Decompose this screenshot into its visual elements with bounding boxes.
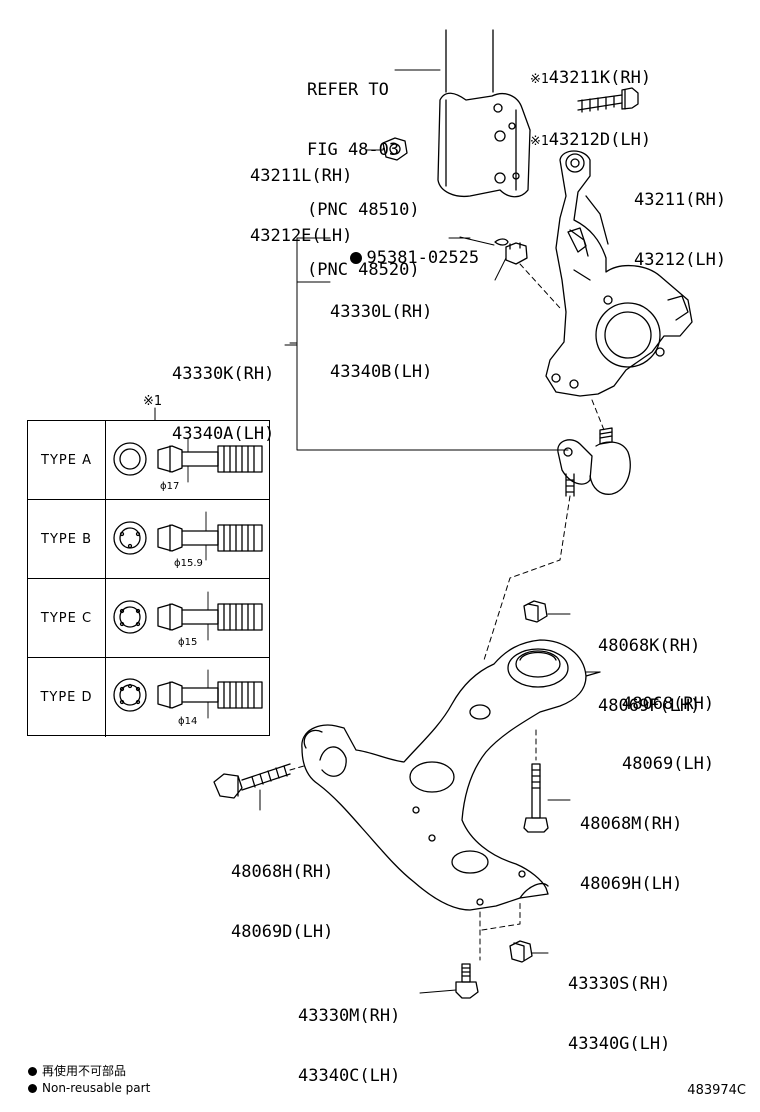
label-nut-top: 43211L(RH) 43212E(LH): [250, 126, 352, 266]
part-43211l: 43211L(RH): [250, 166, 353, 186]
part-43330m: 43330M(RH): [298, 1006, 401, 1026]
part-48068m: 48068M(RH): [580, 814, 683, 834]
label-castle-nut: 43330L(RH) 43340B(LH): [330, 262, 432, 402]
part-43330l: 43330L(RH): [330, 302, 433, 322]
part-43211: 43211(RH): [634, 190, 727, 210]
note-jp: 再使用不可部品: [28, 1064, 126, 1078]
part-48068k: 48068K(RH): [598, 636, 701, 656]
type-b-bolt: [113, 511, 263, 561]
type-c-diameter: ϕ15: [178, 637, 198, 648]
part-48068h: 48068H(RH): [231, 862, 334, 882]
refer-line-4: (PNC 48520): [307, 260, 420, 280]
mark-1b: ※1: [530, 134, 549, 149]
bolt-48068m: [523, 763, 571, 833]
type-c-bolt: [113, 591, 263, 641]
type-table-mark: ※1: [143, 394, 163, 409]
part-48069h: 48069H(LH): [580, 874, 683, 894]
steering-knuckle: [545, 150, 693, 397]
part-43340g: 43340G(LH): [568, 1034, 671, 1054]
type-a-bolt: [113, 437, 263, 483]
lower-control-arm: [301, 639, 601, 911]
label-ball-joint: 43330K(RH) 43340A(LH): [172, 324, 274, 464]
refer-line-3: (PNC 48510): [307, 200, 420, 220]
label-bolt-43330m: 43330M(RH) 43340C(LH): [298, 966, 400, 1106]
type-c-label: TYPE C: [28, 579, 106, 657]
bullet-dot-icon: [28, 1084, 37, 1093]
note-jp-text: 再使用不可部品: [42, 1064, 127, 1078]
label-bolt-48068h: 48068H(RH) 48069D(LH): [231, 822, 333, 962]
type-d-diameter: ϕ14: [178, 716, 198, 727]
type-row-a: TYPE A ϕ17: [28, 421, 269, 500]
part-48069d: 48069D(LH): [231, 922, 334, 942]
part-48069: 48069(LH): [622, 754, 715, 774]
label-cotter-pin: 95381-02525: [330, 228, 479, 268]
label-lower-arm: 48068(RH) 48069(LH): [622, 654, 714, 794]
part-43212e: 43212E(LH): [250, 226, 353, 246]
part-43330s: 43330S(RH): [568, 974, 671, 994]
label-nut-43330s: 43330S(RH) 43340G(LH): [568, 934, 670, 1074]
label-bolt-48068m: 48068M(RH) 48069H(LH): [580, 774, 682, 914]
type-row-b: TYPE B ϕ15.9: [28, 500, 269, 579]
strut-bracket: [437, 29, 531, 198]
label-knuckle: 43211(RH) 43212(LH): [634, 150, 726, 290]
type-row-d: TYPE D ϕ14: [28, 658, 269, 737]
type-row-c: TYPE C ϕ15: [28, 579, 269, 658]
type-b-diameter: ϕ15.9: [174, 558, 203, 569]
note-en-text: Non-reusable part: [42, 1081, 151, 1095]
type-a-diameter: ϕ17: [160, 481, 180, 492]
refer-line-1: REFER TO: [307, 80, 389, 100]
type-table: TYPE A ϕ17 TYPE B ϕ15.9 TYPE C ϕ15 TYPE …: [27, 420, 270, 737]
bullet-dot-icon: [28, 1067, 37, 1076]
part-48069f: 48069F(LH): [598, 696, 701, 716]
part-43212: 43212(LH): [634, 250, 727, 270]
type-a-label: TYPE A: [28, 421, 106, 499]
part-43211k: 43211K(RH): [548, 68, 652, 88]
nut-43330s: [509, 940, 549, 963]
label-bolt-top: ※143211K(RH) ※143212D(LH): [530, 28, 651, 172]
non-reusable-dot: [350, 252, 363, 264]
part-48068: 48068(RH): [622, 694, 715, 714]
bolt-43211k: [577, 87, 639, 113]
refer-note: REFER TO FIG 48-03 (PNC 48510) (PNC 4852…: [307, 40, 420, 300]
type-d-label: TYPE D: [28, 658, 106, 737]
note-en: Non-reusable part: [28, 1081, 150, 1095]
part-43330k: 43330K(RH): [172, 364, 275, 384]
nut-48068k: [523, 600, 571, 623]
part-43340a: 43340A(LH): [172, 424, 275, 444]
refer-line-2: FIG 48-03: [307, 140, 400, 160]
nut-43211l: [365, 137, 408, 161]
part-43340c: 43340C(LH): [298, 1066, 401, 1086]
mark-1a: ※1: [530, 72, 549, 87]
bolt-43330m: [419, 963, 479, 999]
part-43340b: 43340B(LH): [330, 362, 433, 382]
ball-joint: [557, 427, 631, 497]
part-43212d: 43212D(LH): [548, 130, 652, 150]
type-d-bolt: [113, 669, 263, 719]
cotter-pin: [448, 236, 509, 246]
figure-id: 483974C: [687, 1083, 746, 1098]
castle-nut: [494, 242, 528, 281]
part-95381: 95381-02525: [366, 248, 480, 268]
label-nut-48068k: 48068K(RH) 48069F(LH): [598, 596, 700, 736]
bolt-48068h: [213, 763, 291, 811]
type-b-label: TYPE B: [28, 500, 106, 578]
label-bracket: [289, 237, 569, 451]
